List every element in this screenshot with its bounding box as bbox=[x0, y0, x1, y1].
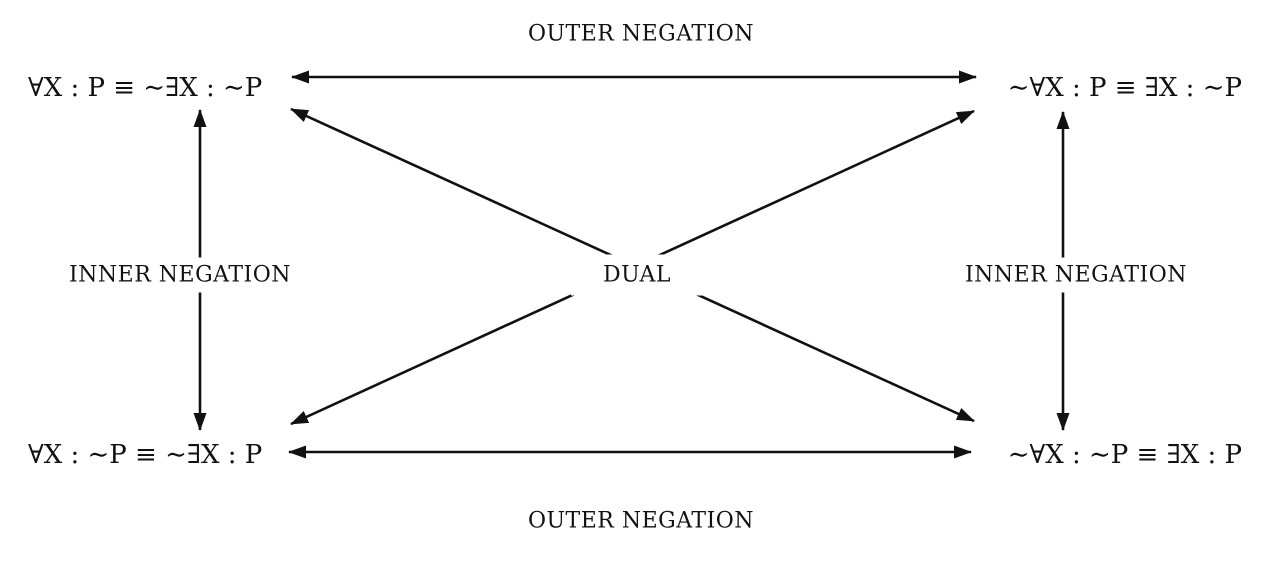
inner-negation-label-right: INNER NEGATION bbox=[954, 257, 1198, 293]
outer-negation-label-bottom: OUTER NEGATION bbox=[527, 508, 755, 534]
outer-negation-label-top: OUTER NEGATION bbox=[527, 21, 755, 47]
formula-bottom-left: ∀X : ∼P ≡ ∼∃X : P bbox=[28, 440, 263, 470]
inner-negation-label-left: INNER NEGATION bbox=[58, 257, 302, 293]
formula-top-right: ∼∀X : P ≡ ∃X : ∼P bbox=[1007, 73, 1242, 103]
formula-bottom-right: ∼∀X : ∼P ≡ ∃X : P bbox=[1007, 440, 1242, 470]
dual-label: DUAL bbox=[571, 254, 703, 296]
formula-top-left: ∀X : P ≡ ∼∃X : ∼P bbox=[28, 73, 263, 103]
